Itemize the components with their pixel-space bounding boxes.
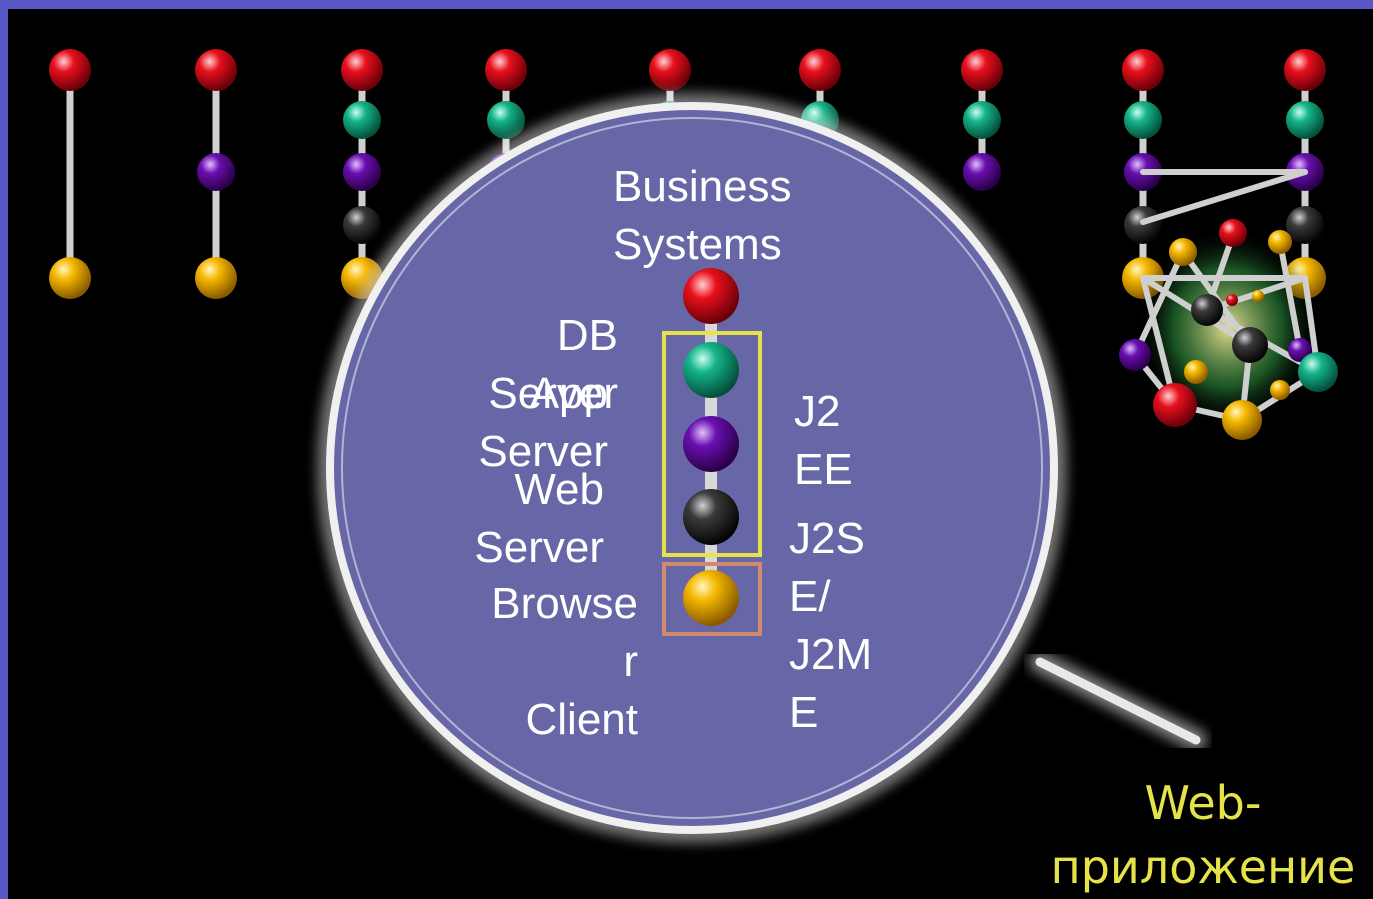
black-ball <box>343 206 381 244</box>
purple-ball <box>963 153 1001 191</box>
yellow-ball <box>195 257 237 299</box>
j2ee-label-1: J2 <box>794 387 841 436</box>
app-server-label: App Server <box>448 365 608 481</box>
red-ball <box>799 49 841 91</box>
j2se-label-1: J2S <box>789 514 865 563</box>
red-ball <box>341 49 383 91</box>
business-systems-node <box>683 268 739 324</box>
j2ee-label-2: EE <box>794 445 853 494</box>
background-chain <box>195 49 237 299</box>
browser-client-label: Browse r Client <box>438 575 638 749</box>
red-ball <box>1284 49 1326 91</box>
web-server-word: Server <box>474 523 604 572</box>
red-ball <box>1122 49 1164 91</box>
magnifier-icon <box>317 93 1207 843</box>
web-server-node <box>683 489 739 545</box>
app-label: App <box>529 369 608 418</box>
red-ball <box>485 49 527 91</box>
red-ball <box>649 49 691 91</box>
j2me-label-1: J2M <box>789 630 873 679</box>
client-label: Client <box>525 695 639 744</box>
background-chain <box>341 49 383 299</box>
molecule-cluster-icon <box>1119 169 1338 440</box>
db-server-node <box>683 342 739 398</box>
caption-line-2: приложение <box>1050 840 1356 894</box>
red-ball <box>961 49 1003 91</box>
j2se-label-2: E/ <box>789 572 831 621</box>
diagram-canvas: Business Systems DB Server App Server We… <box>8 9 1373 899</box>
teal-ball <box>343 101 381 139</box>
app-server-node <box>683 416 739 472</box>
red-ball <box>49 49 91 91</box>
server-tiers-box <box>662 331 762 557</box>
systems-label: Systems <box>613 220 782 269</box>
black-ball <box>1286 206 1324 244</box>
teal-ball <box>487 101 525 139</box>
db-label: DB <box>556 311 618 360</box>
web-label: Web <box>514 465 604 514</box>
business-systems-label: Business Systems <box>613 158 792 274</box>
browser-label-2: r <box>623 637 638 686</box>
client-tier-box <box>662 562 762 636</box>
j2me-label-2: E <box>789 688 819 737</box>
web-application-caption: Web- приложение <box>1028 771 1373 899</box>
purple-ball <box>197 153 235 191</box>
caption-line-1: Web- <box>1144 776 1262 830</box>
background-chains <box>49 49 1326 299</box>
web-server-label: Web Server <box>444 461 604 577</box>
purple-ball <box>343 153 381 191</box>
teal-ball <box>963 101 1001 139</box>
db-server-label: DB Server <box>458 307 618 423</box>
background-chain <box>49 49 91 299</box>
j2se-j2me-label: J2S E/ J2M E <box>789 510 872 742</box>
browser-label-1: Browse <box>491 579 638 628</box>
architecture-diagram <box>49 49 1338 843</box>
red-ball <box>195 49 237 91</box>
yellow-ball <box>49 257 91 299</box>
tier-chain <box>662 268 762 636</box>
j2ee-label: J2 EE <box>794 383 853 499</box>
app-server-word: Server <box>478 427 608 476</box>
browser-client-node <box>683 570 739 626</box>
teal-ball <box>1124 101 1162 139</box>
business-label: Business <box>613 162 792 211</box>
teal-ball <box>1286 101 1324 139</box>
background-chain <box>961 49 1003 191</box>
db-server-word: Server <box>488 369 618 418</box>
